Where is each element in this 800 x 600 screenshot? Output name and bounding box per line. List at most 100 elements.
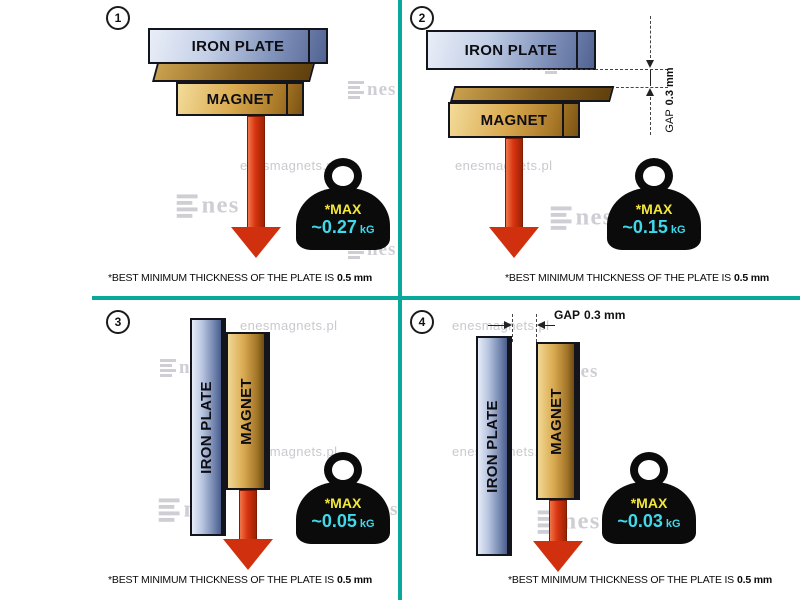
enes-logo-text: nes [575, 203, 614, 232]
iron-plate-label: IRON PLATE [484, 399, 502, 493]
value-unit: kG [359, 223, 375, 236]
plate-end-seam [308, 30, 310, 62]
gap-dimension-line [545, 325, 555, 326]
enes-logo-watermark: nes [550, 203, 614, 232]
gap-extension-line [616, 87, 668, 88]
max-label: *MAX [630, 494, 668, 511]
pull-force-arrow [230, 116, 282, 258]
enes-logo-bars [550, 205, 572, 230]
caption-text: *BEST MINIMUM THICKNESS OF THE PLATE IS [108, 272, 334, 284]
gap-label-text: GAP [664, 109, 676, 133]
panel-2-number: 2 [410, 6, 434, 30]
magnet: MAGNET [226, 332, 270, 490]
value-number: ~0.27 [311, 216, 357, 237]
magnet-label: MAGNET [237, 377, 255, 445]
caption-text: *BEST MINIMUM THICKNESS OF THE PLATE IS [108, 574, 334, 586]
arrow-shaft [505, 138, 523, 228]
iron-plate: IRON PLATE [476, 336, 512, 556]
arrow-head [231, 227, 281, 258]
iron-plate: IRON PLATE [148, 28, 328, 64]
iron-plate: IRON PLATE [190, 318, 226, 536]
magnet-label: MAGNET [547, 387, 565, 455]
enes-logo-text: nes [201, 191, 240, 220]
gap-arrow-left [537, 321, 545, 329]
arrow-head [223, 539, 273, 570]
max-label: *MAX [324, 200, 362, 217]
divider-horizontal [92, 296, 800, 300]
caption-bold: 0.5 mm [736, 574, 772, 586]
gap-dimension-line [650, 16, 651, 58]
caption-bold: 0.5 mm [336, 574, 372, 586]
magnet: MAGNET [176, 82, 304, 116]
caption-text: *BEST MINIMUM THICKNESS OF THE PLATE IS [508, 574, 734, 586]
caption-bold: 0.5 mm [336, 272, 372, 284]
gap-arrow-down [646, 60, 654, 68]
enes-logo-text: nes [367, 79, 397, 100]
caption-bold: 0.5 mm [733, 272, 769, 284]
arrow-shaft [239, 490, 257, 542]
pull-force-arrow [532, 500, 584, 572]
enes-logo-bars [176, 193, 198, 218]
iron-plate-label: IRON PLATE [191, 37, 285, 55]
gap-arrow-right [504, 321, 512, 329]
gap-value: 0.3 mm [664, 67, 676, 106]
iron-plate: IRON PLATE [426, 30, 596, 70]
magnet-label: MAGNET [206, 90, 274, 108]
magnet-label: MAGNET [480, 111, 548, 129]
enes-logo-bars [348, 80, 364, 99]
max-label: *MAX [635, 200, 673, 217]
max-label: *MAX [324, 494, 362, 511]
iron-plate-label: IRON PLATE [464, 41, 558, 59]
panel-1-number: 1 [106, 6, 130, 30]
gap-dimension-line [650, 97, 651, 135]
enes-logo-bars [160, 358, 176, 377]
arrow-head [489, 227, 539, 258]
pull-force-arrow [488, 138, 540, 258]
divider-vertical [398, 0, 402, 600]
value-number: ~0.05 [311, 510, 357, 531]
value-unit: kG [665, 517, 681, 530]
panel-2: 2 IRON PLATE GAP 0.3 mm MAGNET *MAX [402, 0, 800, 296]
magnet-end-seam [286, 84, 288, 114]
magnet: MAGNET [448, 102, 580, 138]
enes-logo-watermark: nes [537, 509, 601, 534]
gap-label-text: GAP [554, 308, 581, 322]
panel-4-number: 4 [410, 310, 434, 334]
value-unit: kG [670, 223, 686, 236]
magnet: MAGNET [536, 342, 580, 500]
caption-text: *BEST MINIMUM THICKNESS OF THE PLATE IS [505, 272, 731, 284]
magnet-end-seam [562, 104, 564, 136]
arrow-head [533, 541, 583, 572]
gap-extension-line [512, 314, 513, 342]
value-number: ~0.15 [622, 216, 668, 237]
pull-force-arrow [222, 490, 274, 570]
plate-end-seam [576, 32, 578, 68]
enes-logo-bars [537, 509, 559, 534]
value-number: ~0.03 [617, 510, 663, 531]
magnet-top-face [152, 62, 316, 82]
gap-extension-line [520, 69, 668, 70]
panel-3-number: 3 [106, 310, 130, 334]
gap-dimension-line [650, 70, 651, 86]
site-watermark: enesmagnets.pl [240, 318, 338, 333]
